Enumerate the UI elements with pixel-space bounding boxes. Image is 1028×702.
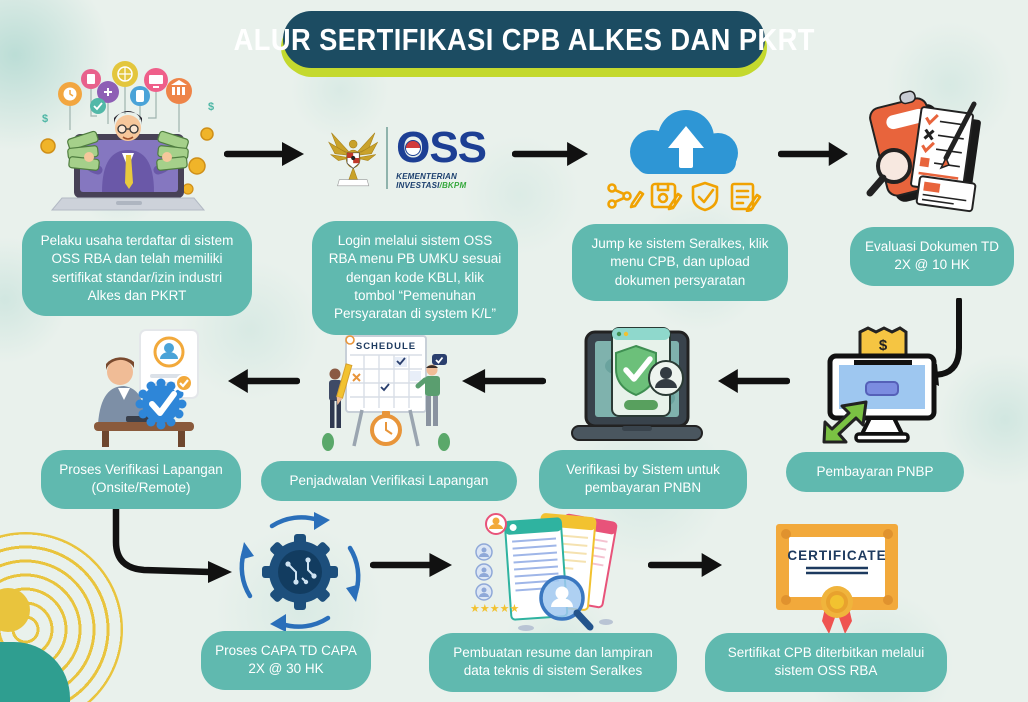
resume-documents-magnifier-icon: ★★★★★: [470, 513, 618, 631]
laptop-shield-verification-icon: [571, 327, 703, 441]
step-label-6: Verifikasi by Sistem untuk pembayaran PN…: [539, 450, 747, 509]
flow-arrow-right-3: [778, 141, 848, 167]
document-evaluation-checklist-icon: [866, 90, 981, 213]
gear-cycle-icon: [239, 512, 361, 632]
cloud-upload-icon: [607, 110, 762, 212]
flow-arrow-right-2: [512, 141, 588, 167]
page-title: ALUR SERTIFIKASI CPB ALKES DAN PKRT: [233, 21, 815, 57]
step-label-7: Penjadwalan Verifikasi Lapangan: [261, 461, 517, 502]
step-label-2: Login melalui sistem OSS RBA menu PB UMK…: [312, 221, 518, 335]
schedule-board-icon: SCHEDULE: [322, 335, 450, 451]
indonesia-flag-icon: [405, 140, 422, 156]
step-label-3: Jump ke sistem Seralkes, klik menu CPB, …: [572, 224, 788, 302]
step-label-11: Sertifikat CPB diterbitkan melalui siste…: [705, 633, 947, 692]
oss-logo-divider: [386, 127, 389, 189]
flow-arrow-left-1: [718, 368, 790, 394]
star-rating: ★★★★★: [470, 603, 519, 615]
flow-arrow-right-4: [370, 552, 452, 578]
certificate-icon: CERTIFICATE: [776, 524, 898, 634]
flow-arrow-curve-down-right: [102, 504, 237, 595]
step-label-5: Pembayaran PNBP: [786, 452, 964, 493]
title-banner: ALUR SERTIFIKASI CPB ALKES DAN PKRT: [233, 11, 814, 68]
garuda-emblem-icon: [328, 132, 379, 187]
step-label-9: Proses CAPA TD CAPA 2X @ 30 HK: [201, 631, 371, 690]
svg-text:$: $: [208, 101, 214, 113]
flow-arrow-right-5: [648, 552, 722, 578]
step-label-4: Evaluasi Dokumen TD 2X @ 10 HK: [850, 227, 1014, 286]
flow-arrow-left-3: [228, 368, 300, 394]
certificate-title: CERTIFICATE: [787, 548, 886, 563]
step-label-10: Pembuatan resume dan lampiran data tekni…: [429, 633, 677, 692]
schedule-board-title: SCHEDULE: [356, 341, 416, 352]
payment-monitor-icon: $: [822, 326, 937, 444]
step-label-8: Proses Verifikasi Lapangan (Onsite/Remot…: [41, 450, 241, 509]
flow-arrow-left-2: [462, 368, 546, 394]
flow-arrow-right-1: [224, 141, 304, 167]
dollar-glyph: $: [42, 113, 48, 125]
verified-person-desk-icon: [94, 329, 199, 447]
oss-logo: OSS KEMENTERIAN INVESTASI/BKPM: [328, 116, 512, 200]
step-label-1: Pelaku usaha terdaftar di sistem OSS RBA…: [22, 221, 252, 317]
businessman-money-laptop-icon: $ $ $: [40, 61, 214, 211]
oss-ministry-line: KEMENTERIAN INVESTASI/BKPM: [396, 172, 467, 190]
receipt-dollar: $: [879, 337, 888, 354]
